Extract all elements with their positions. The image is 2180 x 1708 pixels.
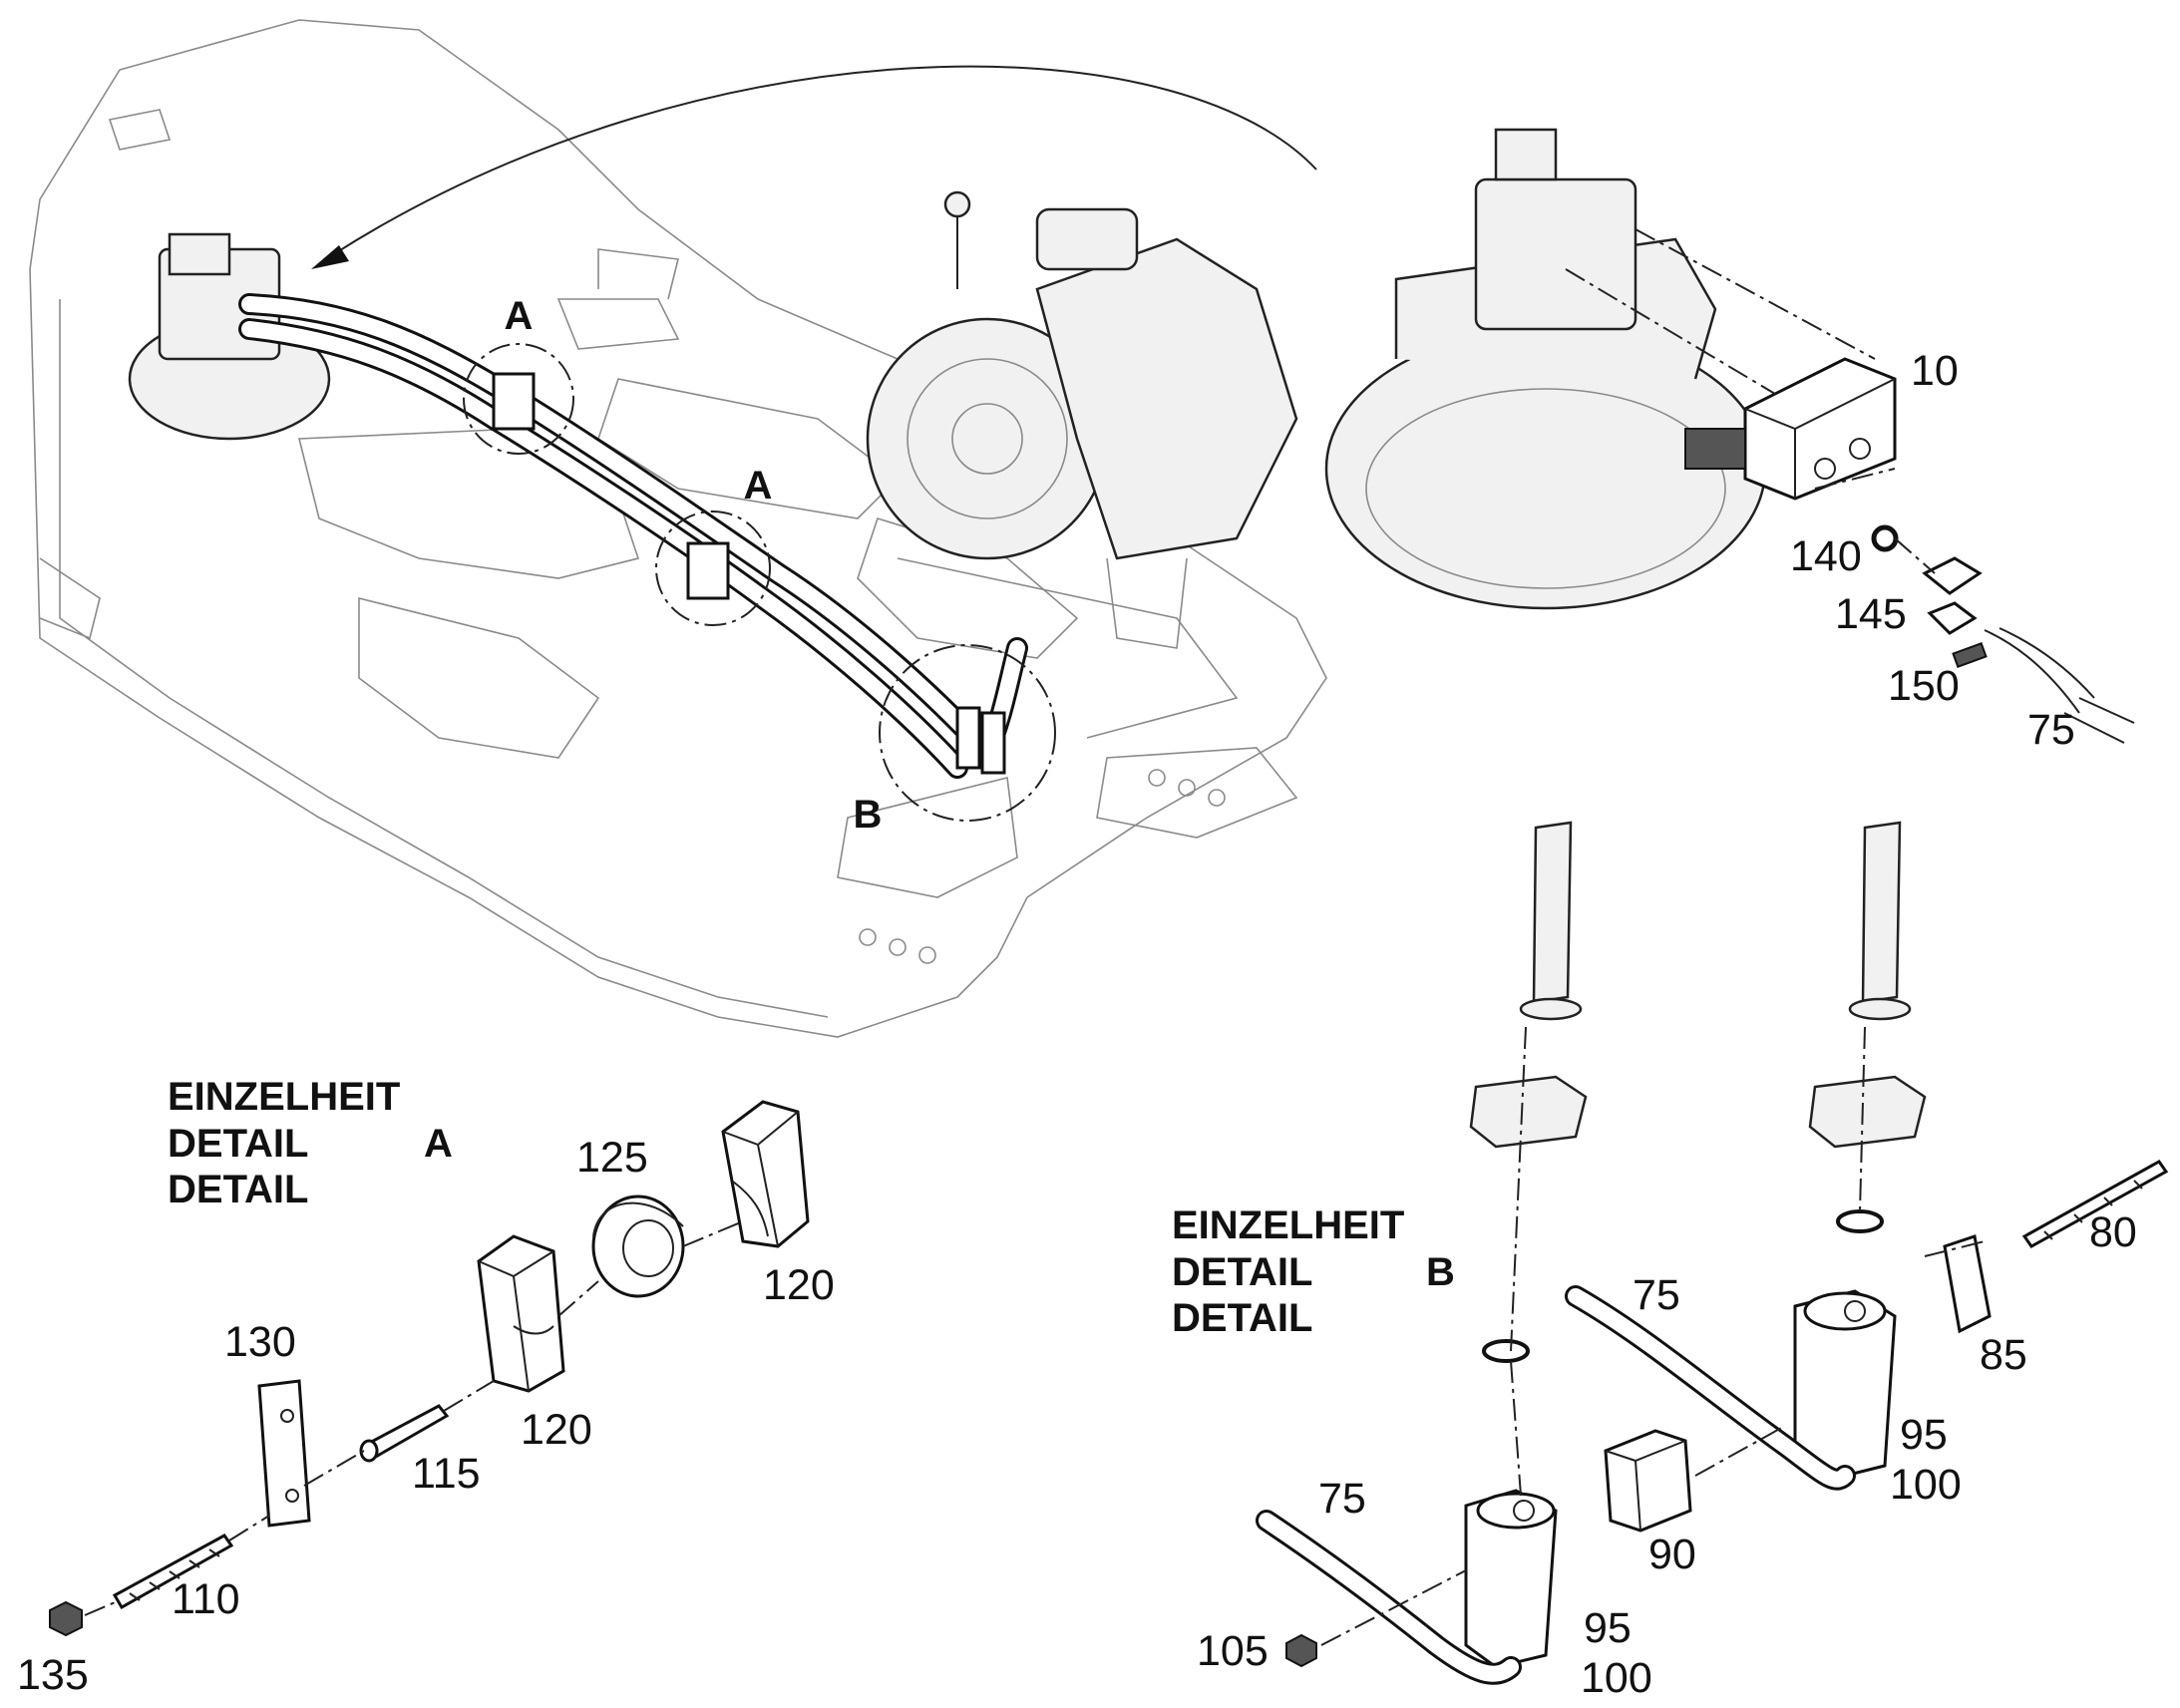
detail-a-title-fr: DETAIL <box>168 1168 308 1211</box>
part-label-125: 125 <box>576 1134 648 1182</box>
part-label-140: 140 <box>1790 532 1862 580</box>
detail-b-assembly <box>1256 821 2169 1685</box>
detail-marker-b: B <box>854 644 1056 837</box>
part-label-110: 110 <box>172 1575 240 1623</box>
hose-route <box>238 293 1028 779</box>
fittings-140-150 <box>1871 524 2135 744</box>
part-label-95-upper: 95 <box>1900 1411 1948 1459</box>
part-label-75-top: 75 <box>2027 706 2075 754</box>
part-label-150: 150 <box>1888 662 1960 710</box>
excavator-undercarriage-frame <box>29 19 1327 1038</box>
part-label-145: 145 <box>1835 590 1907 638</box>
swing-motor-left <box>128 232 331 441</box>
part-label-75-b1: 75 <box>1633 1271 1680 1319</box>
callout-a1: A <box>505 294 534 338</box>
part-label-75-b2: 75 <box>1318 1475 1366 1523</box>
part-label-85: 85 <box>1980 1331 2027 1379</box>
part-label-120-upper: 120 <box>763 1261 835 1309</box>
valve-block-10 <box>1565 228 1897 501</box>
part-label-130: 130 <box>224 1318 296 1366</box>
callout-a2: A <box>744 464 773 508</box>
part-label-80: 80 <box>2089 1208 2137 1256</box>
detail-a-title-en: DETAIL <box>168 1122 308 1166</box>
detail-b-title-de: EINZELHEIT <box>1172 1203 1404 1247</box>
part-label-100-lower: 100 <box>1581 1654 1652 1702</box>
callout-b: B <box>854 793 883 837</box>
part-label-95-lower: 95 <box>1584 1604 1632 1652</box>
part-label-105: 105 <box>1197 1627 1269 1675</box>
part-label-10: 10 <box>1911 347 1959 395</box>
reference-arrow <box>311 65 1317 269</box>
part-label-135: 135 <box>17 1651 89 1699</box>
part-label-100-upper: 100 <box>1890 1461 1962 1509</box>
detail-a-letter: A <box>424 1122 453 1166</box>
transmission-unit <box>866 190 1298 649</box>
detail-a-assembly <box>49 1100 810 1637</box>
detail-marker-a1: A <box>463 294 574 455</box>
detail-b-title-en: DETAIL <box>1172 1250 1312 1294</box>
part-label-115: 115 <box>412 1450 481 1498</box>
detail-b-title-fr: DETAIL <box>1172 1296 1312 1340</box>
part-label-90: 90 <box>1648 1531 1696 1578</box>
swing-drive-assembly <box>1324 128 1767 610</box>
part-label-120-lower: 120 <box>521 1406 592 1454</box>
detail-a-title-de: EINZELHEIT <box>168 1075 400 1119</box>
detail-marker-a2: A <box>655 464 773 626</box>
detail-b-letter: B <box>1426 1250 1455 1294</box>
